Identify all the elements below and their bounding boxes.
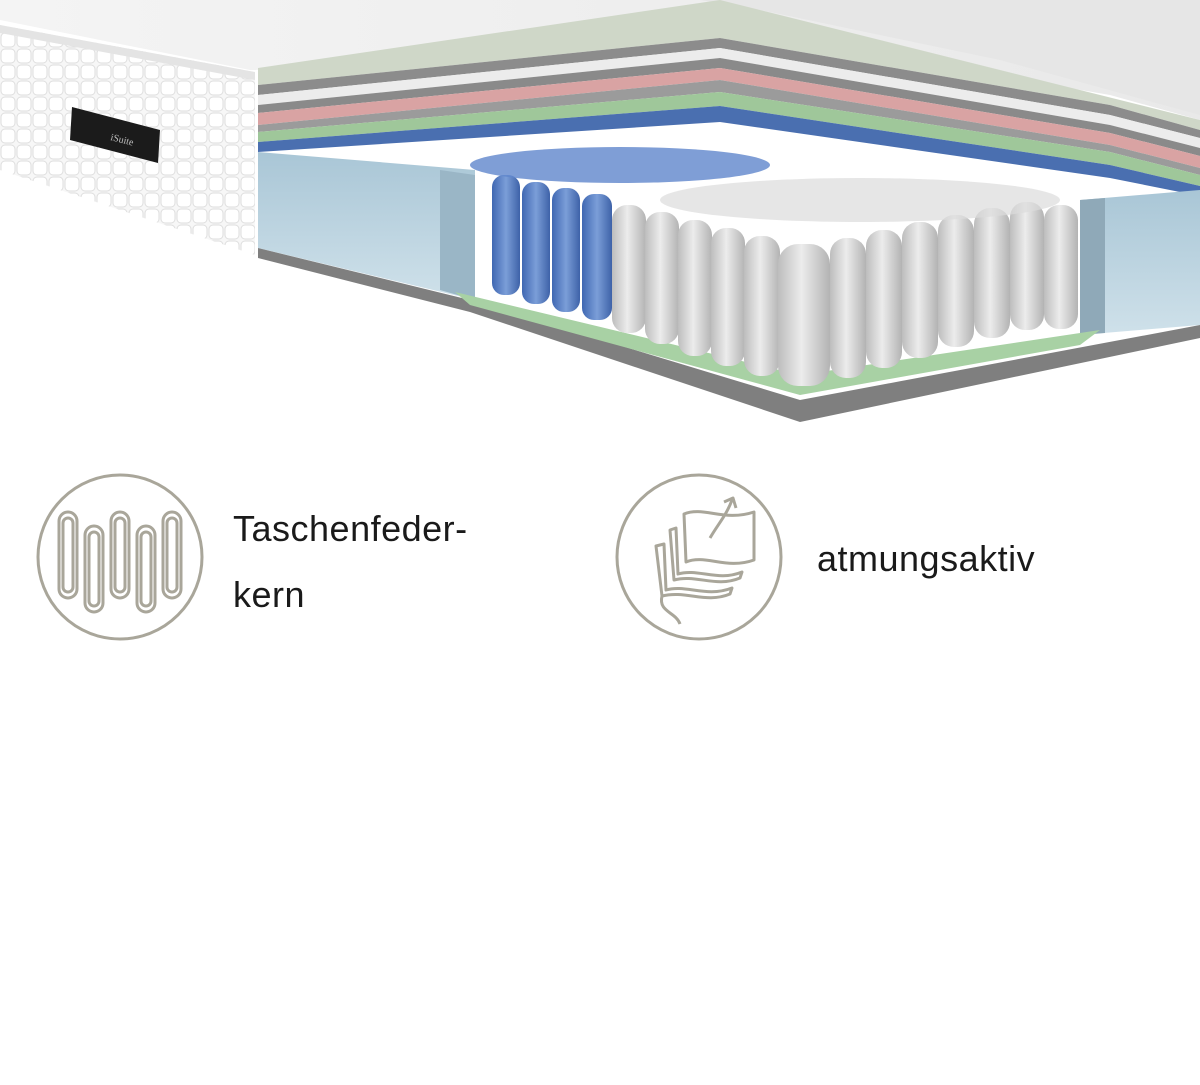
feature-label-pocket-spring: Taschenfeder- kern [233,496,468,628]
feature-breathable: atmungsaktiv [614,472,1134,644]
feature-pocket-spring: Taschenfeder- kern [35,472,555,644]
brand-label: iSuite [70,107,160,163]
pocket-springs-blue [470,147,770,320]
breathable-layers-icon [615,473,783,641]
edge-foam-right [1080,190,1200,335]
pocket-spring-icon [36,473,204,641]
base-layer [258,248,1200,422]
feature-label-breathable: atmungsaktiv [817,538,1036,579]
comfort-layers [258,0,1200,196]
edge-foam-left [258,152,475,300]
mattress-top-cover [0,0,1200,120]
feature-label-line-2: kern [233,574,306,615]
pocket-springs-gray [612,178,1078,386]
feature-label-line-1: Taschenfeder- [233,508,468,549]
mattress-cutaway-image: iSuite [0,0,1200,422]
mattress-side-panel: iSuite [0,25,255,255]
